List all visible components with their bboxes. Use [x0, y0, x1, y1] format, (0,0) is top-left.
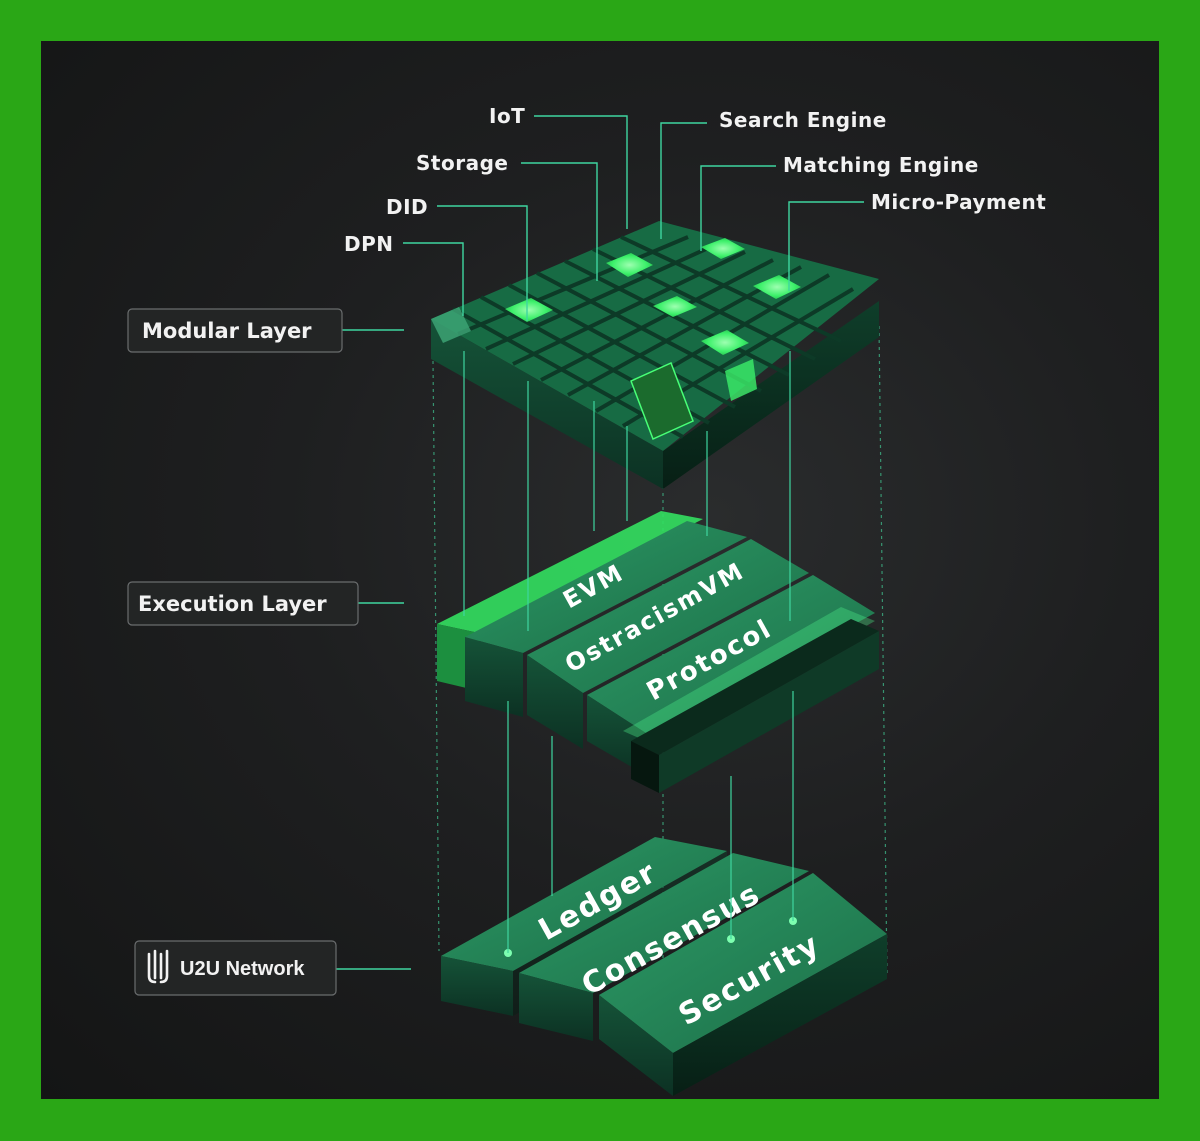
layer-diagram: Ledger Consensus Security — [127, 104, 1046, 1096]
search-engine-label: Search Engine — [719, 108, 887, 132]
did-label: DID — [386, 195, 428, 219]
matching-engine-label: Matching Engine — [783, 153, 979, 177]
base-layer: Ledger Consensus Security — [441, 837, 887, 1096]
u2u-logo-icon — [147, 949, 169, 984]
execution-layer-label: Execution Layer — [138, 592, 327, 616]
execution-layer: EVM OstracismVM Protocol — [437, 511, 879, 793]
evm-bar — [465, 521, 747, 717]
execution-layer-tag: Execution Layer — [127, 581, 404, 626]
vertical-connectors — [463, 351, 794, 953]
diagram-panel: Ledger Consensus Security — [41, 41, 1159, 1099]
storage-label: Storage — [416, 151, 508, 175]
modular-layer-tag: Modular Layer — [127, 308, 404, 353]
consensus-bar — [519, 853, 809, 1041]
micro-payment-label: Micro-Payment — [871, 190, 1046, 214]
callout-lines — [403, 115, 864, 321]
highlight-cubes — [431, 307, 757, 441]
modular-layer-label: Modular Layer — [142, 319, 312, 343]
modular-layer — [431, 221, 879, 489]
ostracism-bar — [527, 539, 809, 749]
network-tag: U2U Network — [134, 940, 411, 996]
network-label: U2U Network — [180, 958, 305, 980]
execution-front-bar — [631, 619, 879, 793]
dpn-label: DPN — [344, 232, 394, 256]
iot-label: IoT — [489, 104, 525, 128]
security-bar — [599, 873, 887, 1096]
